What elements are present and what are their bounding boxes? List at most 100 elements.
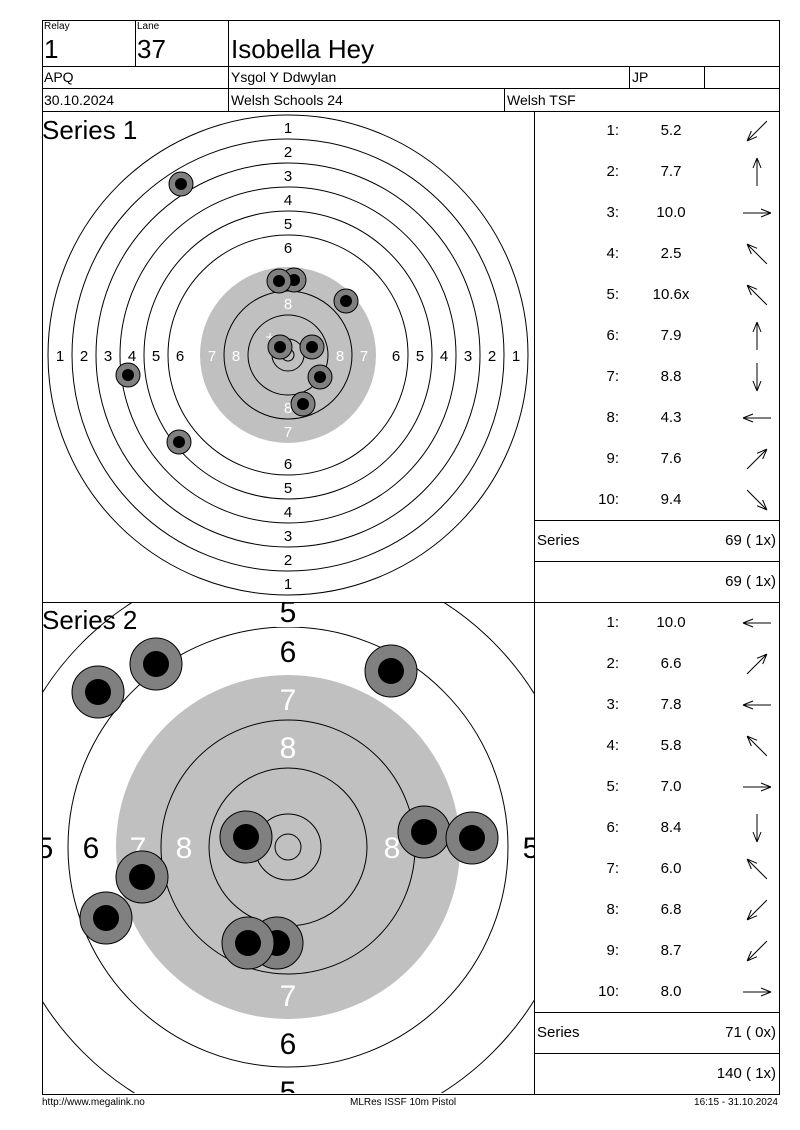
ring-number: 5 xyxy=(284,480,292,497)
shot-row: 5: 7.0 xyxy=(535,766,779,807)
shot-number: 4: xyxy=(606,245,619,262)
frame-bottom xyxy=(42,1094,780,1095)
shot-hole-center xyxy=(143,651,169,677)
lane-value: 37 xyxy=(137,34,166,64)
ring-number-bg xyxy=(172,346,188,364)
shot-number: 8: xyxy=(606,409,619,426)
shot-number: 5: xyxy=(606,286,619,303)
shot-score: 7.0 xyxy=(660,778,682,795)
shot-score: 8.8 xyxy=(660,368,682,385)
ring-number-bg xyxy=(276,635,300,667)
shot-number: 6: xyxy=(606,819,619,836)
up-left-arrow-icon xyxy=(746,858,768,880)
category-value: JP xyxy=(632,69,649,85)
shot-hole-center xyxy=(314,371,326,383)
ring-number: 5 xyxy=(523,832,534,865)
frame-right xyxy=(779,20,780,1094)
header-vdiv-extra xyxy=(704,66,705,88)
ring-number: 2 xyxy=(284,144,292,161)
ring-number-bg xyxy=(280,166,296,184)
ring-number: 3 xyxy=(104,348,112,365)
up-arrow-icon xyxy=(752,157,762,186)
shot-row: 6:8.4 xyxy=(535,807,779,848)
ring-number: 6 xyxy=(284,456,292,473)
shot-hole-center xyxy=(378,658,404,684)
shot-hole-center xyxy=(233,824,259,850)
footer-url[interactable]: http://www.megalink.no xyxy=(42,1097,145,1108)
shot-row: 1: 5.2 xyxy=(535,110,779,151)
ring-number: 7 xyxy=(280,980,297,1013)
ring-number-bg xyxy=(276,1075,300,1093)
ring-8 xyxy=(223,290,353,420)
black-zone xyxy=(116,675,460,1019)
shot-hole-center xyxy=(122,369,134,381)
header-divider-1 xyxy=(42,66,780,67)
ring-number-bg xyxy=(508,346,524,364)
ring-number-bg xyxy=(388,346,404,364)
ring-number: 1 xyxy=(284,120,292,137)
ring-number: 8 xyxy=(176,832,193,865)
ring-number: 6 xyxy=(280,636,297,669)
ring-number-bg xyxy=(148,346,164,364)
shot-score: 10.6x xyxy=(652,286,690,303)
s1-summary-top xyxy=(534,520,780,521)
shot-row: 7:8.8 xyxy=(535,356,779,397)
ring-number-bg xyxy=(276,603,300,627)
ring-number-bg xyxy=(280,142,296,160)
frame-top xyxy=(42,20,780,21)
shot-number: 3: xyxy=(606,204,619,221)
shot-score: 6.8 xyxy=(660,901,682,918)
shot-row: 6:7.9 xyxy=(535,315,779,356)
shot-score: 6.6 xyxy=(660,655,682,672)
up-left-arrow-icon xyxy=(746,243,768,265)
ring-number: 7 xyxy=(280,684,297,717)
ring-number: 3 xyxy=(464,348,472,365)
ring-number: 6 xyxy=(176,348,184,365)
shot-number: 5: xyxy=(606,778,619,795)
ring-number: 5 xyxy=(284,216,292,233)
ring-number-bg xyxy=(519,831,534,863)
up-left-arrow-icon xyxy=(746,735,768,757)
ring-number-bg xyxy=(280,478,296,496)
up-left-arrow-icon xyxy=(746,284,768,306)
ring-number: 8 xyxy=(232,348,240,365)
down-right-arrow-icon xyxy=(746,489,768,511)
ring-number: 6 xyxy=(284,240,292,257)
shot-hole-center xyxy=(273,275,285,287)
ring-number: 8 xyxy=(280,732,297,765)
ring-number: 8 xyxy=(284,296,292,313)
left-arrow-icon xyxy=(742,618,771,628)
shot-score: 7.8 xyxy=(660,696,682,713)
ring-number-bg xyxy=(100,346,116,364)
shot-row: 3:7.8 xyxy=(535,684,779,725)
s2-summary-top xyxy=(534,1012,780,1013)
down-arrow-icon xyxy=(752,814,762,843)
ring-number-bg xyxy=(280,574,296,592)
frame-left xyxy=(42,20,43,1094)
header-divider-2 xyxy=(42,88,780,89)
ring-number: 4 xyxy=(284,192,292,209)
shot-row: 9:8.7 xyxy=(535,930,779,971)
shot-number: 1: xyxy=(606,122,619,139)
ring-number: 6 xyxy=(280,1028,297,1061)
footer-product: MLRes ISSF 10m Pistol xyxy=(350,1097,457,1108)
right-arrow-icon xyxy=(743,782,772,792)
ring-9 xyxy=(247,314,329,396)
ring-number: 3 xyxy=(284,168,292,185)
running-total-2: 140 ( 1x) xyxy=(716,1065,776,1082)
shot-score: 5.2 xyxy=(660,122,682,139)
ring-5 xyxy=(143,210,433,500)
shot-row: 8:6.8 xyxy=(535,889,779,930)
ring-number: 1 xyxy=(512,348,520,365)
shot-hole-center xyxy=(175,178,187,190)
shot-score: 6.0 xyxy=(660,860,682,877)
running-total-1: 69 ( 1x) xyxy=(725,573,776,590)
shot-score: 10.0 xyxy=(656,614,686,631)
shot-score: 9.4 xyxy=(660,491,682,508)
club-value: Ysgol Y Ddwylan xyxy=(231,69,337,85)
header-vdiv-cat xyxy=(629,66,630,88)
ring-number-bg xyxy=(484,346,500,364)
ring-number: 2 xyxy=(80,348,88,365)
up-right-arrow-icon xyxy=(746,653,768,675)
